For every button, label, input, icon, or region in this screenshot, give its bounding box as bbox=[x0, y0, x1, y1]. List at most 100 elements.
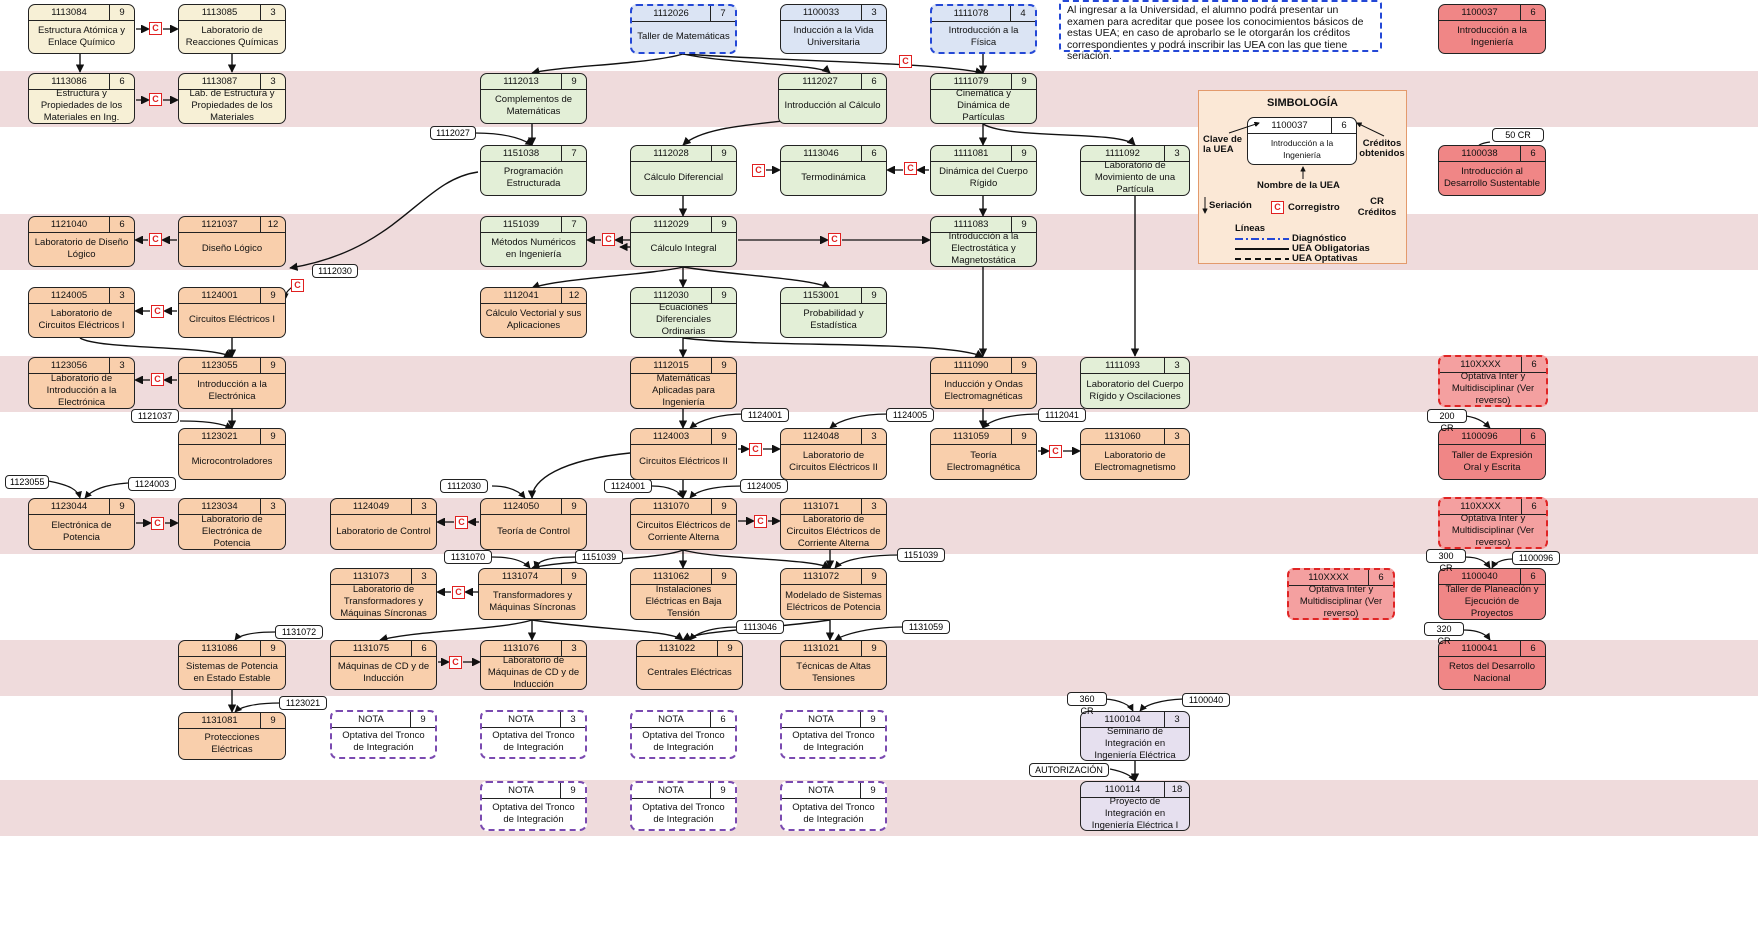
course-key: 1131060 bbox=[1104, 431, 1141, 442]
course-key: 110XXXX bbox=[1460, 359, 1501, 370]
edge bbox=[531, 53, 684, 76]
course-key: NOTA bbox=[808, 714, 834, 725]
course-key: 1111083 bbox=[953, 219, 989, 230]
course-name: Termodinámica bbox=[801, 172, 866, 183]
course-key: 1112013 bbox=[503, 76, 539, 87]
edge bbox=[179, 420, 233, 429]
legend-title: SIMBOLOGÍA bbox=[1267, 97, 1338, 109]
course-name: Inducción a la Vida Universitaria bbox=[793, 24, 874, 48]
course-key: 1111081 bbox=[953, 148, 989, 159]
prereq-tag: 1151039 bbox=[897, 548, 945, 562]
course-key: 1124048 bbox=[802, 431, 840, 442]
course-name: Laboratorio de Electrónica de Potencia bbox=[201, 513, 263, 549]
course-credits: 9 bbox=[260, 288, 285, 303]
course-key: 110XXXX bbox=[1308, 572, 1349, 583]
course-key: 1121037 bbox=[201, 219, 238, 230]
course-credits: 9 bbox=[109, 5, 134, 20]
course-credits: 9 bbox=[711, 429, 736, 444]
coreq-marker: C bbox=[151, 373, 164, 386]
coreq-marker: C bbox=[149, 22, 162, 35]
course-name: Retos del Desarrollo Nacional bbox=[1448, 660, 1536, 684]
course-credits: 9 bbox=[1011, 146, 1036, 161]
legend-line-oblig: UEA Obligatorias bbox=[1292, 243, 1370, 254]
course-name: Protecciones Eléctricas bbox=[204, 731, 260, 755]
edge bbox=[689, 485, 743, 499]
edge bbox=[982, 413, 1041, 429]
course-name: Laboratorio de Transformadores y Máquina… bbox=[340, 583, 427, 619]
course-name: Laboratorio de Electromagnetismo bbox=[1094, 449, 1176, 473]
prereq-tag: 1112030 bbox=[312, 264, 358, 278]
legend-sample-name: Introducción a la Ingeniería bbox=[1270, 137, 1334, 160]
course-key: NOTA bbox=[358, 714, 384, 725]
